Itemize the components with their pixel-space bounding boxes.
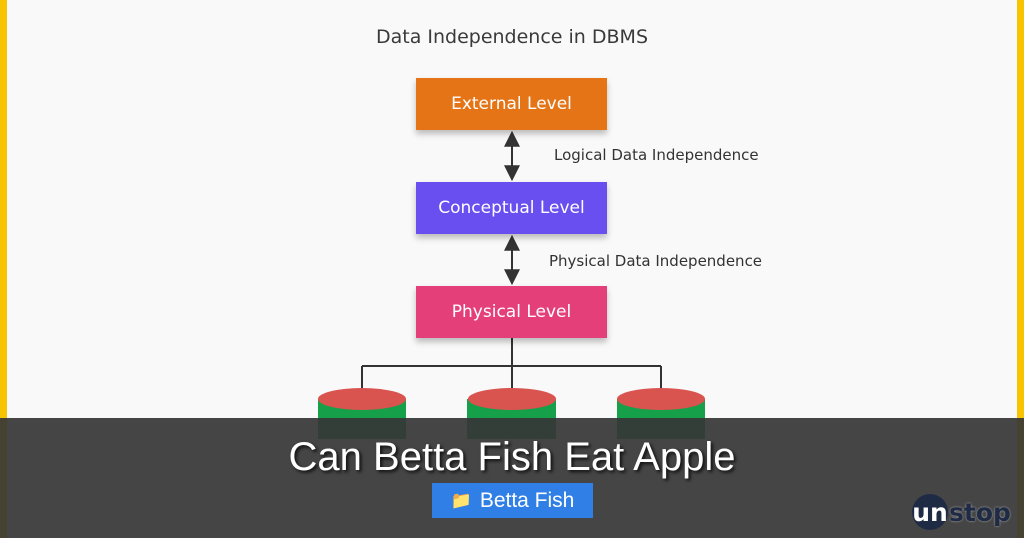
logical-independence-label: Logical Data Independence [554, 146, 759, 164]
logo-text: stop [949, 497, 1011, 527]
conceptual-level-label: Conceptual Level [438, 198, 585, 218]
physical-level-box: Physical Level [416, 286, 607, 338]
caption-title: Can Betta Fish Eat Apple [288, 435, 736, 479]
physical-level-label: Physical Level [451, 302, 572, 322]
category-tag-label: Betta Fish [479, 488, 575, 512]
external-level-label: External Level [451, 94, 572, 114]
physical-independence-label: Physical Data Independence [549, 252, 763, 270]
diagram-title: Data Independence in DBMS [375, 26, 649, 48]
folder-icon: 📁 [450, 490, 472, 510]
caption-overlay [0, 418, 1024, 538]
conceptual-level-box: Conceptual Level [416, 182, 607, 234]
storage-tree [361, 338, 662, 390]
external-level-box: External Level [416, 78, 607, 130]
logo-mark: un [912, 494, 948, 530]
category-tag[interactable]: 📁 Betta Fish [432, 483, 593, 518]
unstop-logo: un stop [912, 492, 1011, 532]
